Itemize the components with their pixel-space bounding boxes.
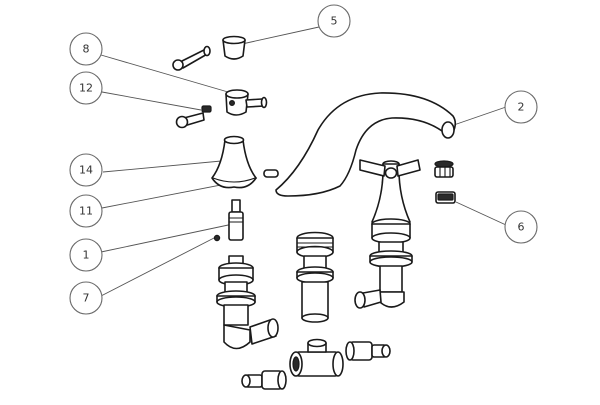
callout-5: 5 — [317, 4, 351, 38]
callout-8-label: 8 — [83, 43, 90, 56]
leader-5 — [241, 26, 320, 45]
supply-connector-left — [241, 370, 287, 390]
part-12-set-screw — [201, 105, 212, 113]
leader-14 — [102, 159, 233, 173]
callout-7: 7 — [69, 281, 103, 315]
left-valve-body — [216, 255, 279, 350]
leader-7 — [100, 237, 215, 297]
right-valve-body — [354, 159, 421, 309]
callout-1: 1 — [69, 238, 103, 272]
callout-12: 12 — [69, 71, 103, 105]
callout-8: 8 — [69, 32, 103, 66]
leader-2 — [447, 106, 507, 128]
leader-lines — [100, 26, 507, 297]
part-6-aerator — [434, 160, 456, 204]
supply-connector-right — [345, 341, 391, 361]
part-7-ball — [213, 234, 221, 242]
part-14-escutcheon — [211, 135, 257, 189]
callout-6: 6 — [504, 210, 538, 244]
callout-11: 11 — [69, 194, 103, 228]
callout-12-label: 12 — [79, 82, 93, 95]
callout-14-label: 14 — [79, 164, 93, 177]
part-2-spout — [275, 92, 457, 197]
part-8-cross-handle — [225, 89, 268, 116]
callout-6-label: 6 — [518, 221, 525, 234]
callout-11-label: 11 — [79, 205, 93, 218]
tee-fitting — [289, 338, 344, 377]
callout-5-label: 5 — [331, 15, 338, 28]
callout-2: 2 — [504, 90, 538, 124]
loose-lever-handle-upper — [172, 45, 211, 71]
part-5-handle-cap — [222, 35, 246, 60]
callout-2-label: 2 — [518, 101, 525, 114]
callout-14: 14 — [69, 153, 103, 187]
center-valve-body — [296, 231, 334, 323]
leader-1 — [100, 223, 234, 253]
leader-12 — [101, 91, 202, 111]
callout-7-label: 7 — [83, 292, 90, 305]
part-1-valve-stem — [228, 199, 244, 241]
leader-6 — [455, 201, 507, 226]
callout-1-label: 1 — [83, 249, 90, 262]
loose-lever-handle-lower — [175, 112, 205, 129]
part-11-pin — [263, 169, 279, 178]
leader-8 — [100, 54, 229, 93]
